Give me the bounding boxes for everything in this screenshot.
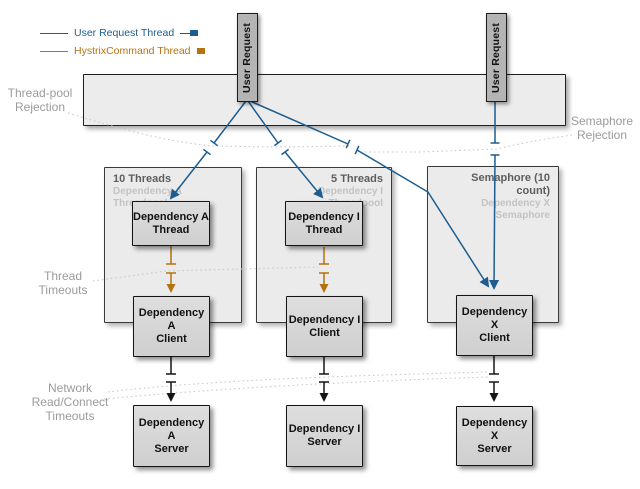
user-request-label: User Request	[241, 22, 254, 93]
user-request-arrow-to-thread-a	[169, 100, 247, 200]
legend-arrow-shaft	[180, 32, 190, 34]
arrow-right-icon	[190, 30, 198, 36]
legend-hystrixcommand-thread: HystrixCommand Thread	[40, 44, 205, 58]
user-request-box-right: User Request	[486, 13, 507, 102]
user-request-label: User Request	[490, 22, 503, 93]
legend-label: User Request Thread	[74, 27, 175, 39]
annotation-thread-pool-rejection: Thread-pool Rejection	[7, 86, 73, 114]
panel-title: 5 Threads	[331, 173, 383, 185]
arrow-right-icon	[196, 48, 205, 54]
dotted-leader-thread-timeouts	[92, 266, 319, 282]
user-request-arrow-to-client-x-vertical	[489, 101, 500, 290]
legend-line-blue	[40, 32, 68, 34]
network-arrow-client-x-to-server-x	[489, 356, 499, 402]
legend-label: HystrixCommand Thread	[74, 45, 191, 57]
command-arrow-thread-a-to-client-a	[166, 246, 176, 293]
user-request-box-left: User Request	[237, 13, 258, 102]
request-acceptance-bar	[83, 74, 566, 126]
node-dependency-i-thread: Dependency I Thread	[285, 201, 363, 246]
command-arrow-thread-i-to-client-i	[319, 247, 329, 293]
legend-user-request-thread: User Request Thread	[40, 26, 198, 40]
user-request-arrow-to-client-x-diagonal	[249, 100, 490, 288]
node-dependency-a-client: Dependency A Client	[133, 296, 210, 357]
annotation-semaphore-rejection: Semaphore Rejection	[570, 114, 634, 142]
panel-subtitle: Dependency X Semaphore	[481, 198, 550, 221]
dotted-leader-network-timeouts	[103, 371, 491, 400]
node-dependency-a-thread: Dependency A Thread	[132, 201, 210, 246]
legend-line-orange	[40, 50, 68, 52]
node-dependency-i-client: Dependency I Client	[286, 296, 363, 357]
node-dependency-i-server: Dependency I Server	[286, 405, 363, 467]
network-arrow-client-i-to-server-i	[319, 357, 329, 402]
user-request-arrow-to-thread-i	[247, 100, 324, 199]
network-arrow-client-a-to-server-a	[166, 357, 176, 402]
node-dependency-x-server: Dependency X Server	[456, 406, 533, 466]
node-dependency-x-client: Dependency X Client	[456, 295, 533, 356]
panel-title: 10 Threads	[113, 173, 172, 185]
dotted-leader-semaphore-rejection	[362, 134, 573, 153]
annotation-network-timeouts: Network Read/Connect Timeouts	[31, 381, 109, 423]
panel-title: Semaphore (10 count)	[471, 172, 550, 197]
annotation-thread-timeouts: Thread Timeouts	[38, 269, 88, 297]
node-dependency-a-server: Dependency A Server	[133, 405, 210, 467]
dotted-leader-thread-pool-rejection	[67, 112, 351, 148]
